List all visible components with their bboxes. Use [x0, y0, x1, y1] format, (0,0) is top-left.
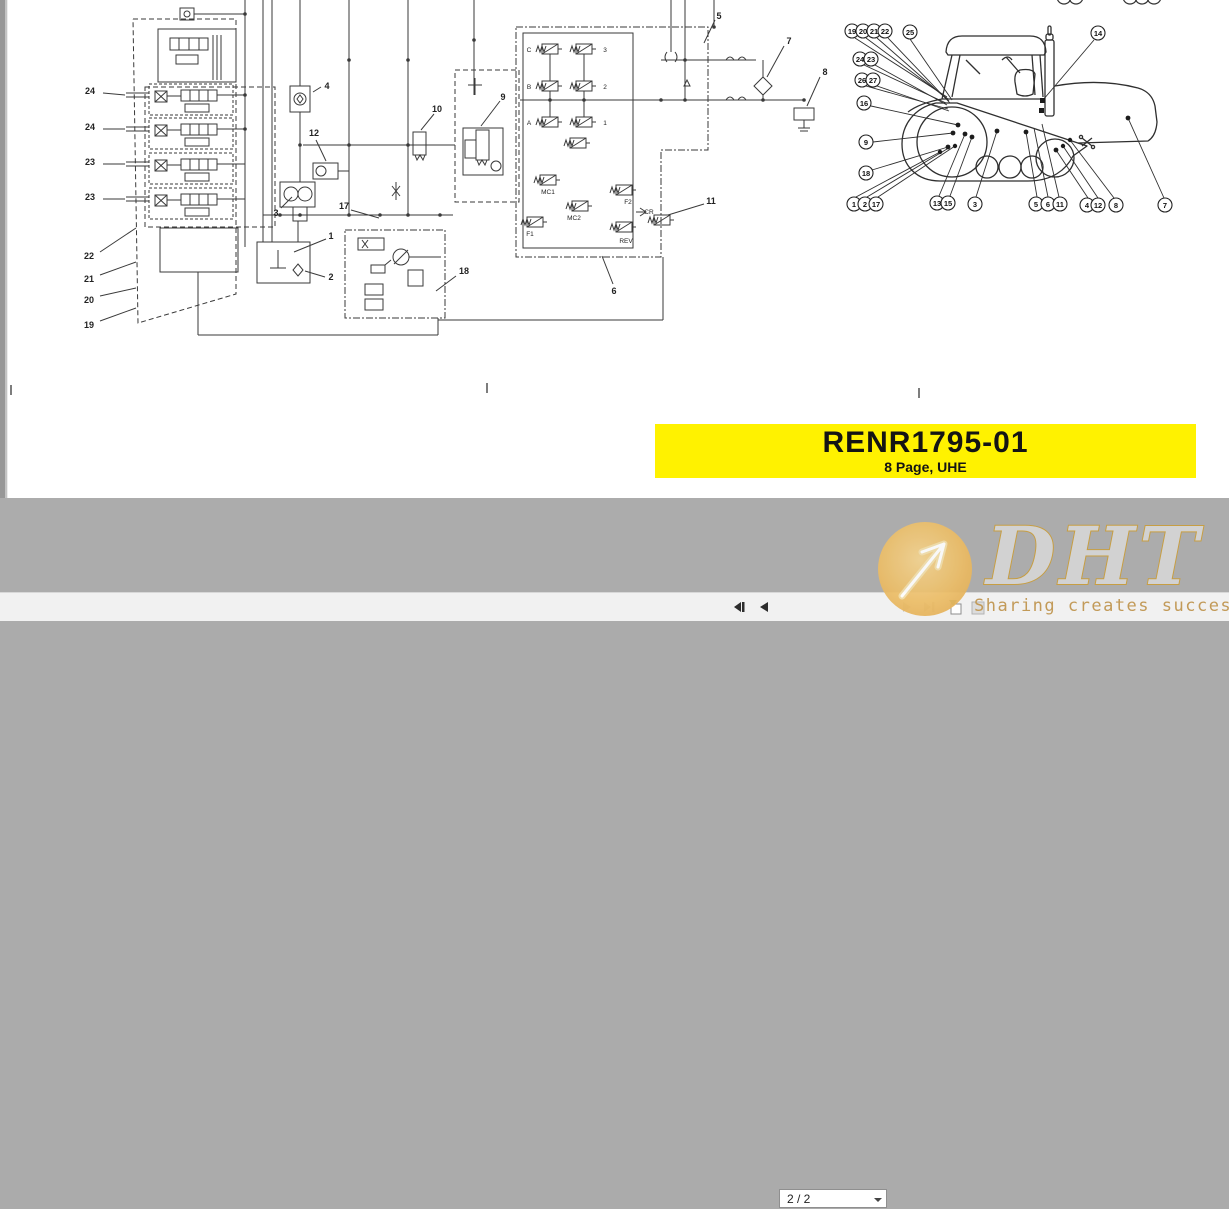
schematic-callout: 10: [432, 104, 442, 114]
schematic-callout: 7: [786, 36, 791, 46]
part-number-subtitle: 8 Page, UHE: [884, 459, 967, 475]
tractor-callout: 22: [877, 23, 893, 39]
svg-text:6: 6: [1046, 200, 1050, 209]
svg-text:11: 11: [1056, 200, 1064, 209]
svg-text:9: 9: [864, 138, 868, 147]
schematic-callout: 23: [85, 192, 95, 202]
tractor-callout: 7: [1157, 197, 1173, 213]
window-left-edge: [0, 0, 8, 502]
schematic-callout: 6: [611, 286, 616, 296]
first-page-button[interactable]: [731, 599, 747, 615]
svg-text:7: 7: [1163, 201, 1167, 210]
svg-text:17: 17: [872, 200, 880, 209]
schematic-callouts: 24 24 23 23 22 21 20 19 4 12 3 17 1 2 18…: [84, 11, 828, 330]
tractor-callout: 9: [858, 134, 874, 150]
page-number-value: 2 / 2: [787, 1192, 811, 1206]
tractor-callout: 14: [1090, 25, 1106, 41]
schematic-callout: 5: [716, 11, 721, 21]
svg-text:3: 3: [973, 200, 977, 209]
svg-text:26: 26: [858, 76, 866, 85]
snapshot-icon[interactable]: [947, 599, 963, 615]
valve-label: 2: [603, 84, 607, 91]
page-tick-mark: [918, 388, 920, 398]
last-page-button[interactable]: [921, 599, 937, 615]
svg-text:21: 21: [870, 27, 878, 36]
svg-text:25: 25: [906, 28, 914, 37]
svg-text:1: 1: [852, 200, 856, 209]
tractor-callouts: 19 20 21 22 25 24 23 26 27 16 9 18 1 2 1…: [844, 23, 1173, 213]
valve-label: A: [527, 120, 532, 127]
valve-label: B: [527, 84, 531, 91]
schematic-callout: 9: [500, 92, 505, 102]
svg-text:5: 5: [1034, 200, 1038, 209]
schematic-callout: 1: [328, 231, 333, 241]
schematic-callout: 2: [328, 272, 333, 282]
schematic-callout: 17: [339, 201, 349, 211]
schematic-callout: 20: [84, 295, 94, 305]
tractor-callout: 27: [865, 72, 881, 88]
valve-label: CR: [644, 209, 654, 216]
tractor-callout: 11: [1052, 196, 1068, 212]
schematic-callout: 11: [706, 196, 716, 206]
schematic-callout: 19: [84, 320, 94, 330]
schematic-callout: 12: [309, 128, 319, 138]
schematic-callout: 4: [324, 81, 329, 91]
valve-label: MC1: [541, 189, 555, 196]
svg-text:24: 24: [856, 55, 865, 64]
svg-text:14: 14: [1094, 29, 1103, 38]
document-page: 24 24 23 23 22 21 20 19 4 12 3 17 1 2 18…: [0, 0, 1229, 503]
svg-text:22: 22: [881, 27, 889, 36]
schematic-callout: 21: [84, 274, 94, 284]
valve-label: C: [527, 47, 532, 54]
svg-text:15: 15: [944, 199, 952, 208]
page-number-combobox[interactable]: 2 / 2: [779, 1189, 887, 1208]
valve-label: REV: [619, 238, 633, 245]
svg-text:12: 12: [1094, 201, 1102, 210]
tractor-callout: 16: [856, 95, 872, 111]
valve-label: F2: [624, 199, 632, 206]
valve-label: F1: [526, 231, 534, 238]
tractor-callout: 18: [858, 165, 874, 181]
hand-tool-icon[interactable]: [970, 599, 986, 615]
svg-text:23: 23: [867, 55, 875, 64]
tractor-callout: 8: [1108, 197, 1124, 213]
svg-text:13: 13: [933, 199, 941, 208]
schematic-callout: 23: [85, 157, 95, 167]
svg-text:19: 19: [848, 27, 856, 36]
tractor-callout: 12: [1090, 197, 1106, 213]
valve-labels: C B A 3 2 1 MC1 MC2 F1 F2 REV CR: [526, 47, 654, 245]
hydraulic-schematic: 24 24 23 23 22 21 20 19 4 12 3 17 1 2 18…: [8, 0, 838, 350]
previous-page-button[interactable]: [756, 599, 772, 615]
valve-label: MC2: [567, 215, 581, 222]
chevron-down-icon: [874, 1198, 882, 1202]
svg-text:18: 18: [862, 169, 870, 178]
valve-label: 3: [603, 47, 607, 54]
part-number-title: RENR1795-01: [822, 426, 1029, 459]
next-page-button[interactable]: [899, 599, 915, 615]
schematic-callout: 18: [459, 266, 469, 276]
page-tick-mark: [486, 383, 488, 393]
schematic-callout: 22: [84, 251, 94, 261]
part-number-banner: RENR1795-01 8 Page, UHE: [655, 424, 1196, 478]
tractor-figure: 19 20 21 22 25 24 23 26 27 16 9 18 1 2 1…: [835, 0, 1195, 225]
svg-text:8: 8: [1114, 201, 1118, 210]
tractor-callout: 17: [868, 196, 884, 212]
valve-label: 1: [603, 120, 607, 127]
tractor-callout: 3: [967, 196, 983, 212]
schematic-callout: 3: [273, 208, 278, 218]
schematic-callout: 8: [822, 67, 827, 77]
svg-text:2: 2: [863, 200, 867, 209]
page-tick-mark: [10, 385, 12, 395]
svg-text:27: 27: [869, 76, 877, 85]
svg-text:4: 4: [1085, 201, 1090, 210]
tractor-callout: 1: [846, 196, 862, 212]
schematic-callout: 24: [85, 122, 95, 132]
tractor-callout: 25: [902, 24, 918, 40]
page-navigation-toolbar: 2 / 2: [0, 592, 1229, 1208]
svg-text:16: 16: [860, 99, 868, 108]
svg-text:20: 20: [859, 27, 867, 36]
tractor-callout: 15: [940, 195, 956, 211]
schematic-callout: 24: [85, 86, 95, 96]
tractor-callout: 23: [863, 51, 879, 67]
